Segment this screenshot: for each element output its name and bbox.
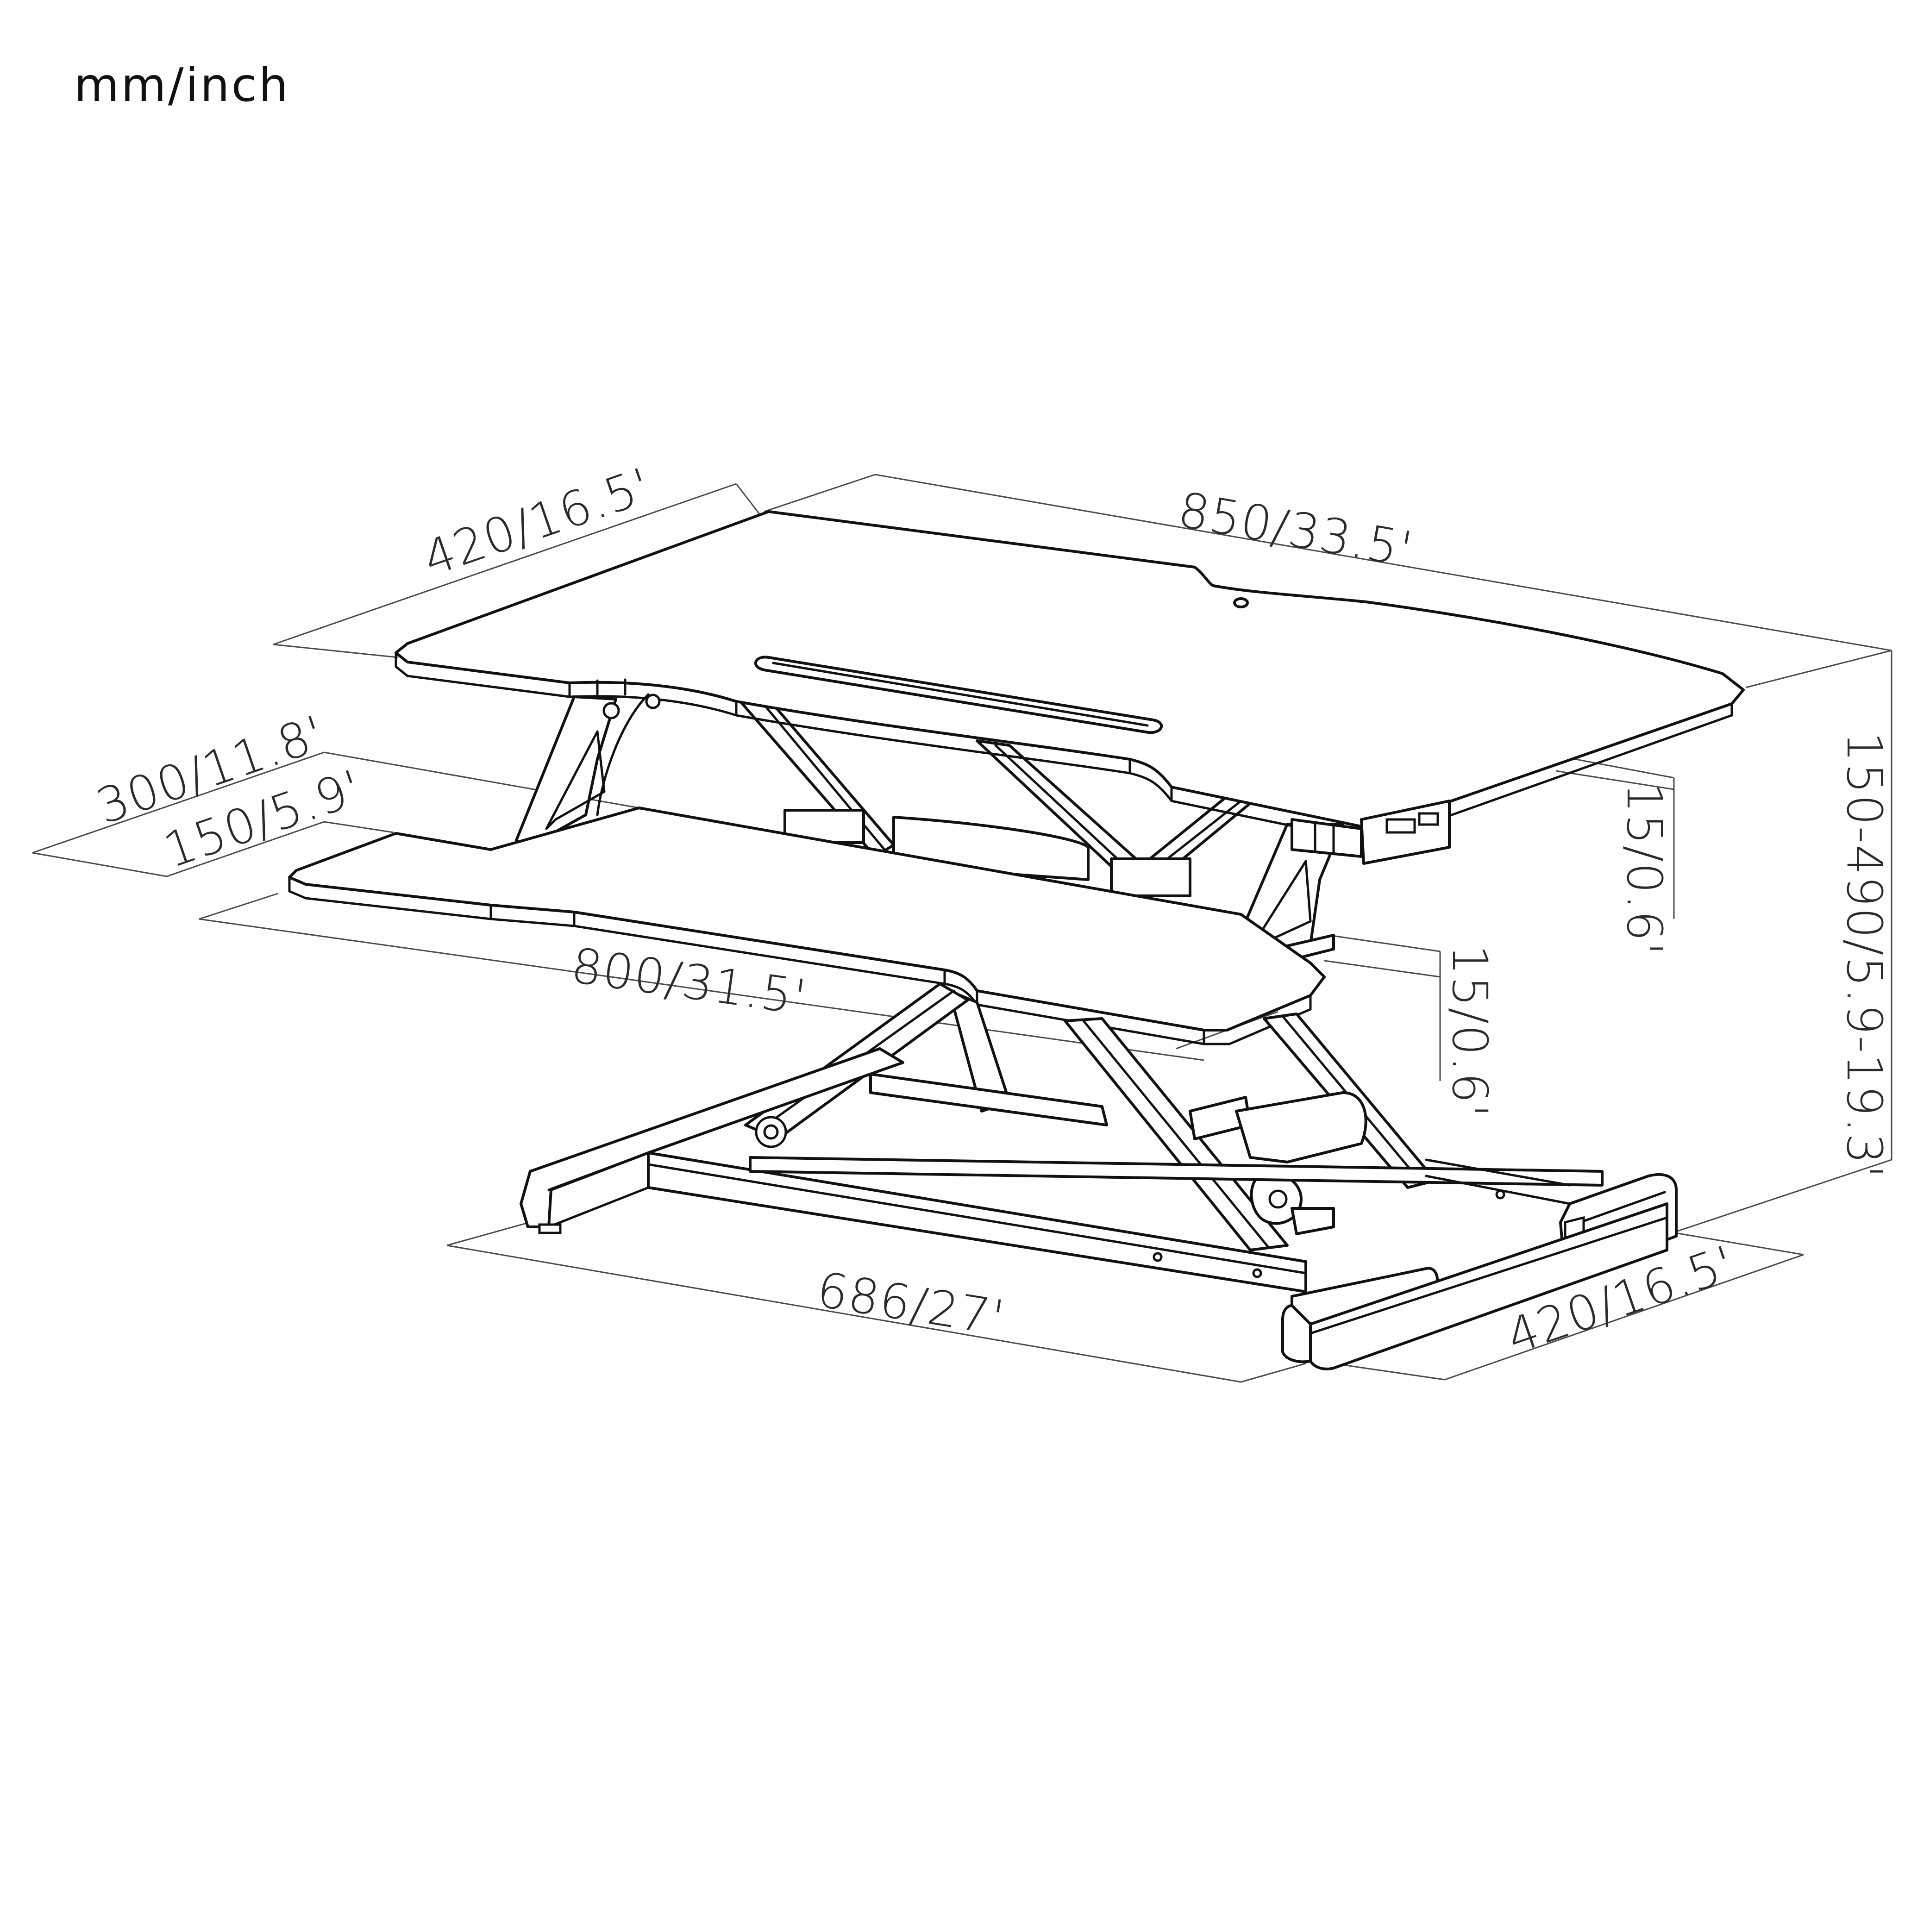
rear-bar-hole: [1495, 1189, 1505, 1200]
top-depth-tick: [735, 483, 760, 514]
left-column-cutout: [545, 730, 606, 830]
keyboard-tray: [288, 807, 1326, 1045]
right-column-cutout: [1249, 860, 1312, 950]
front-bar-hole-2: [1252, 1268, 1262, 1278]
rear-rail: [1425, 1158, 1571, 1205]
top-thickness-label: 15/0.6': [1616, 782, 1673, 956]
bolt-left-2: [645, 694, 661, 709]
pivot-bolt-left-inner: [763, 1124, 779, 1140]
base-frame: [520, 1047, 1678, 1370]
release-handle: [1291, 818, 1363, 858]
desk-illustration: [288, 510, 1745, 1370]
top-depth-ext: [273, 644, 399, 658]
tray-depth-ext: [324, 821, 394, 833]
base-width-line: [446, 1244, 1241, 1383]
height-range-ext-bottom: [1648, 1159, 1892, 1242]
tray-depth-line: [166, 821, 325, 877]
base-width-label: 686/27': [813, 1261, 1009, 1346]
front-bar-hole-1: [1153, 1252, 1163, 1262]
usb-port-icon: [1385, 818, 1416, 834]
tray-width-line: [199, 918, 1204, 1061]
rear-bar: [749, 1156, 1604, 1187]
tray-offset-line: [32, 751, 325, 854]
left-rear-column: [515, 695, 617, 849]
left-foot-pad: [538, 1223, 562, 1234]
usb-port-icon-2: [1418, 812, 1439, 826]
top-depth-line: [273, 483, 737, 645]
rear-panel-right: [1110, 857, 1191, 897]
base-depth-ext-back: [1667, 1231, 1804, 1256]
tray-thickness-ext-2: [1324, 960, 1441, 978]
top-width-line: [875, 474, 1892, 651]
top-width-ext-left: [764, 474, 876, 513]
cable-slot-inner: [772, 662, 1149, 727]
tray-thickness-label: 15/0.6': [1441, 944, 1498, 1118]
top-width-label: 850/33.5': [1174, 481, 1417, 578]
upper-arm-mid-edge: [994, 744, 1131, 872]
front-bar: [647, 1151, 1307, 1293]
spring-wheel-hub: [1268, 1189, 1288, 1209]
tray-outline: [288, 807, 1326, 1032]
tray-thickness-ext-1: [1328, 934, 1441, 952]
bolt-left: [602, 702, 620, 719]
units-label: mm/inch: [74, 58, 290, 112]
height-range-ext-top: [1745, 650, 1892, 688]
gas-spring-body: [1235, 1091, 1367, 1163]
lower-arm-front-edge: [1082, 1019, 1270, 1249]
left-rear-arc: [596, 693, 650, 816]
top-work-surface: [395, 510, 1745, 842]
height-range-label: 150-490/5.9-19.3': [1836, 732, 1892, 1179]
right-front-foot-cap: [1281, 1304, 1312, 1363]
tray-width-label: 800/31.5': [568, 937, 811, 1026]
tray-width-ext-left: [199, 893, 278, 920]
tray-offset-ext-low: [32, 852, 167, 877]
right-side-rail-edge: [1309, 1216, 1668, 1335]
cross-bar: [869, 1073, 1108, 1126]
grommet-hole: [1233, 597, 1249, 608]
base-depth-line: [1444, 1254, 1804, 1381]
spring-clamp: [1291, 1207, 1335, 1235]
base-width-ext-right: [1241, 1363, 1306, 1383]
front-bar-edge: [647, 1163, 1307, 1275]
top-thickness-ext-2: [1555, 770, 1674, 790]
top-surface-outline: [395, 510, 1745, 828]
